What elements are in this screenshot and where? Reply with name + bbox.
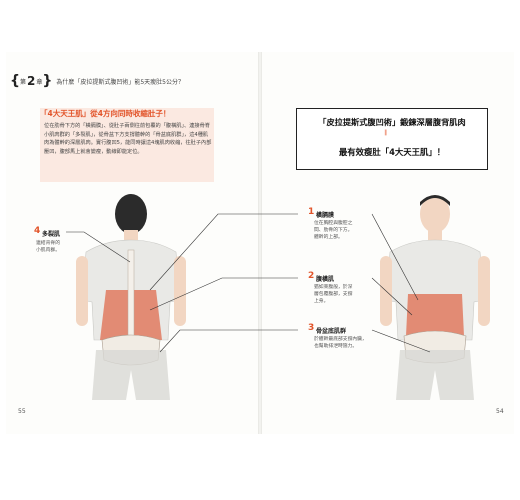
page-number-left: 55 (18, 408, 26, 415)
muscle-2-desc-1: 猶如束腹般，於深 (314, 285, 353, 290)
leader-line-3 (159, 329, 298, 353)
headline-separator: ∥ (384, 129, 387, 136)
back-figure-pants (92, 350, 170, 400)
front-view-figure (380, 195, 490, 400)
front-figure-arm-right (478, 256, 490, 326)
muscle-2-desc-3: 上身。 (314, 299, 329, 304)
chapter-label-pre: 第 (19, 78, 26, 86)
muscle-1-desc-1: 位在胸腔與腹腔之 (314, 221, 353, 226)
chapter-number: 2 (26, 74, 36, 88)
muscle-3-desc-2: 也幫助排泄時施力。 (314, 344, 358, 349)
muscle-3-name: 骨盆底肌群 (316, 328, 347, 335)
back-figure-arm-right (174, 256, 186, 326)
leader-line-1-right (371, 213, 419, 301)
intro-box-title: 「4大天王肌」從4方向同時收縮肚子！ (40, 109, 171, 118)
book-gutter (258, 52, 262, 434)
front-figure-head (420, 195, 450, 233)
leader-line-1 (149, 213, 298, 291)
front-figure-pants (396, 350, 474, 400)
muscle-3-desc-1: 於體幹最底部支撐內臟， (314, 337, 367, 342)
muscle-2-number: 2 (308, 271, 315, 281)
muscle-4-name: 多裂肌 (42, 231, 61, 238)
chapter-bracket-close: } (42, 73, 53, 89)
page-number-right: 54 (496, 408, 504, 415)
muscle-2-desc-2: 層包覆腹部，支撐 (314, 292, 353, 297)
headline-line2: 最有效瘦肚「4大天王肌」！ (338, 147, 446, 157)
chapter-header: { 第 2 章 } 為什麼「皮拉提斯式腹凹術」能5天瘦肚5公分？ (10, 74, 184, 88)
muscle-3-number: 3 (308, 323, 315, 333)
muscle-4-number: 4 (34, 226, 41, 236)
back-figure-head (115, 194, 147, 234)
back-figure-arm-left (76, 256, 88, 326)
back-figure-neck (124, 230, 138, 242)
chapter-title: 為什麼「皮拉提斯式腹凹術」能5天瘦肚5公分？ (56, 78, 184, 86)
leader-line-3-right (371, 329, 431, 353)
leader-line-4 (66, 231, 131, 263)
muscle-1-desc-2: 間、肋骨的下方。 (314, 228, 353, 233)
chapter-label-post: 章 (36, 78, 43, 86)
intro-box (40, 108, 214, 182)
headline-line1: 「皮拉提斯式腹凹術」鍛鍊深層腹背肌肉 (318, 117, 466, 127)
back-view-figure (76, 194, 186, 400)
chapter-bracket-open: { (10, 73, 20, 89)
headline-box (296, 108, 488, 170)
muscle-4-desc-2: 小肌肉群。 (36, 248, 60, 253)
leader-line-2-right (371, 277, 413, 316)
muscle-1-desc-3: 體幹的上部。 (314, 235, 343, 240)
muscle-2-name: 腹橫肌 (316, 276, 335, 283)
leader-line-2 (149, 277, 298, 311)
muscle-1-name: 橫膈膜 (316, 212, 335, 219)
front-figure-neck (428, 230, 442, 242)
muscle-1-number: 1 (308, 207, 315, 217)
intro-box-body: 位在肋骨下方的「橫膈膜」、從肚子兩側往前包覆的「腹橫肌」、連接骨脊小肌肉群的「多… (44, 123, 212, 155)
front-figure-muscle (406, 294, 464, 336)
front-figure-hair (420, 195, 450, 206)
muscle-4-desc-1: 連結背脊的 (36, 241, 60, 246)
